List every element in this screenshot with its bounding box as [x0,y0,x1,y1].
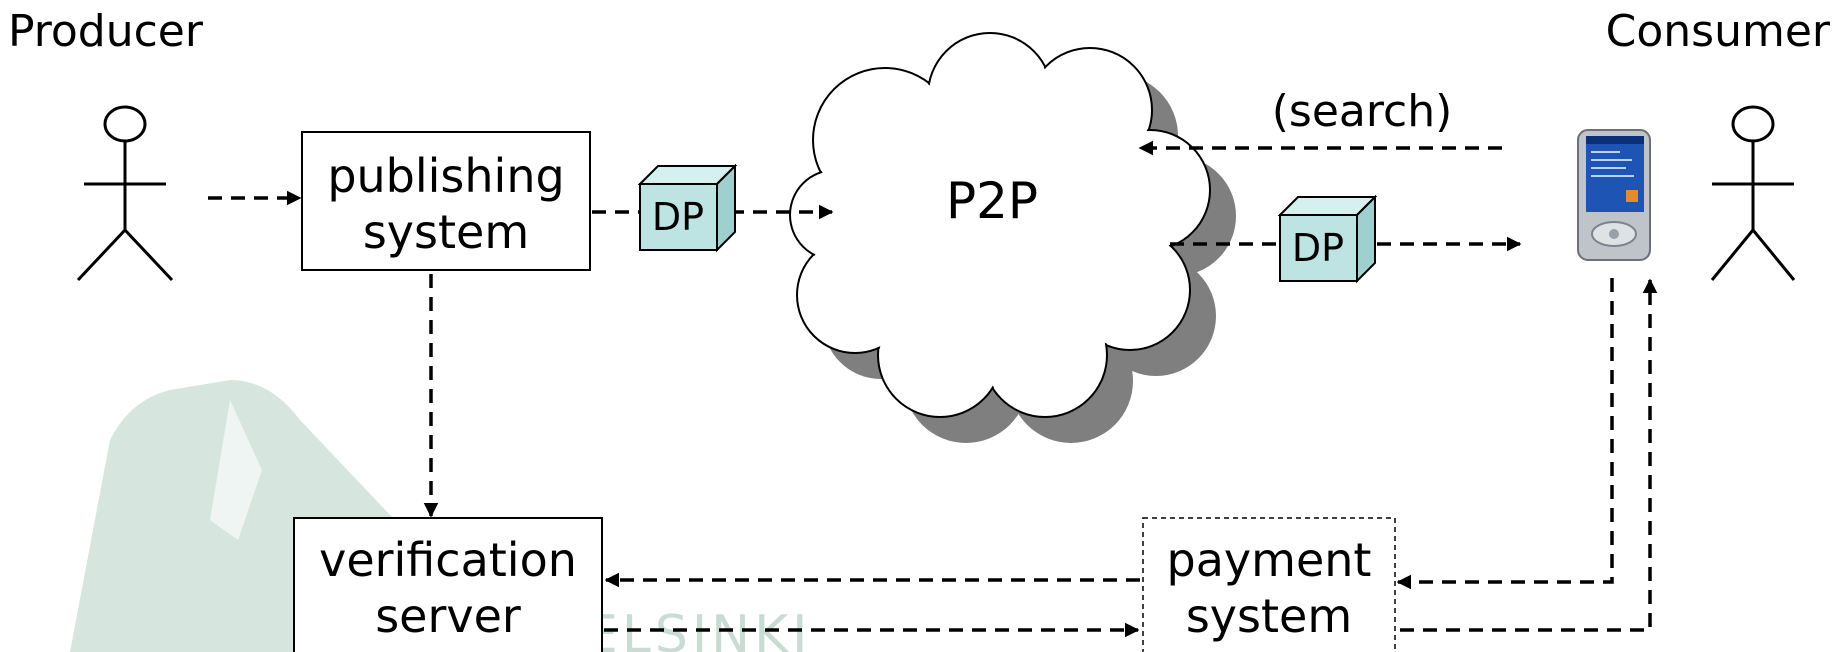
verification-server-label-line1: verification [319,533,577,587]
publishing-system-label-line2: system [363,205,529,259]
producer-stick-figure-icon [76,105,174,282]
dp-package-cube-2: DP [1277,194,1378,284]
p2p-cloud: P2P [789,32,1236,443]
publishing-system-box: publishing system [301,131,591,271]
consumer-stick-figure-icon [1710,105,1796,281]
payment-system-label-line2: system [1186,589,1352,643]
pda-icon [1577,129,1651,261]
verification-server-label-line2: server [375,589,521,643]
producer-label: Producer [8,6,204,57]
dp-package-cube-1: DP [637,163,738,253]
payment-system-box: payment system [1142,517,1396,652]
edge-consumer-to-payment [1396,278,1614,590]
edge-payment-to-consumer [1400,278,1658,632]
p2p-label: P2P [946,172,1038,230]
search-label: (search) [1272,86,1453,137]
publishing-system-label-line1: publishing [327,149,564,203]
verification-server-box: verification server [293,517,603,652]
consumer-label: Consumer [1606,6,1831,57]
dp-package-label-1: DP [652,195,704,239]
payment-system-label-line1: payment [1167,533,1372,587]
dp-package-label-2: DP [1292,226,1344,270]
